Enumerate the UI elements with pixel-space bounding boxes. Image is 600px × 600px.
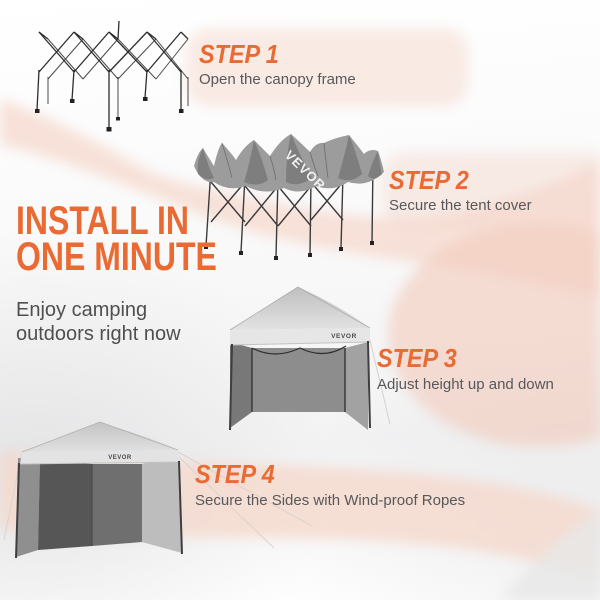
ceiling-truss: [251, 345, 347, 355]
step3-illustration-open-tent: VEVOR: [229, 286, 391, 431]
tent-left-wall: [230, 342, 252, 428]
tent-valance: [230, 328, 370, 345]
step1-highlight-band: [186, 28, 468, 106]
frame-feet: [204, 241, 374, 260]
step1-label: STEP 1: [199, 39, 279, 69]
step2-label: STEP 2: [389, 165, 469, 195]
roof-seams: [21, 421, 179, 453]
subtitle-line1: Enjoy camping: [16, 299, 148, 321]
back-wall-interior: [92, 464, 142, 546]
brand-logo-on-valance: VEVOR: [331, 333, 357, 340]
step4-illustration-tent-with-ropes: VEVOR: [3, 421, 313, 559]
roof-seams: [229, 286, 371, 331]
step1-description: Open the canopy frame: [199, 71, 356, 88]
headline-line2: ONE MINUTE: [16, 235, 217, 279]
step2-highlight-band: [382, 152, 600, 228]
tent-canopy-roof: [22, 422, 178, 452]
tent-right-wall: [345, 342, 368, 430]
front-legs: [229, 340, 371, 431]
frame-front-lattice: [36, 20, 189, 128]
wind-rope: [369, 339, 391, 425]
step3-label: STEP 3: [377, 343, 457, 373]
frame-back-lattice: [47, 38, 189, 118]
page-subtitle: Enjoy camping outdoors right now: [16, 298, 181, 346]
step2-illustration-draped-cover: VEVOR: [194, 134, 384, 260]
front-legs: [15, 460, 183, 559]
brand-logo-on-valance: VEVOR: [108, 455, 132, 461]
step4-label: STEP 4: [195, 459, 275, 489]
frame-feet: [35, 97, 184, 132]
headline-line1: INSTALL IN: [16, 199, 190, 243]
left-wall-interior: [38, 460, 92, 550]
wind-ropes-right: [177, 451, 313, 549]
page-title: INSTALL IN ONE MINUTE: [16, 199, 217, 279]
frame-legs: [205, 161, 374, 258]
step3-description: Adjust height up and down: [377, 376, 554, 393]
step1-illustration-folded-frame: [35, 20, 189, 132]
tent-cover-wrinkles: [221, 142, 329, 181]
inner-corner-posts: [251, 348, 346, 412]
valance-edge: [19, 461, 181, 465]
subtitle-line2: outdoors right now: [16, 323, 181, 345]
tent-cover-folds: [197, 134, 382, 185]
right-wall-exterior: [142, 452, 182, 553]
tent-canopy-roof: [230, 287, 370, 330]
step4-description: Secure the Sides with Wind-proof Ropes: [195, 492, 466, 509]
gray-corner-wash: [500, 511, 600, 600]
left-wall-exterior: [16, 458, 40, 557]
step2-description: Secure the tent cover: [389, 197, 532, 214]
valance-edge: [229, 341, 371, 346]
tent-valance: [20, 450, 180, 464]
tent-back-wall: [252, 348, 345, 412]
swoosh-blob: [388, 223, 600, 447]
